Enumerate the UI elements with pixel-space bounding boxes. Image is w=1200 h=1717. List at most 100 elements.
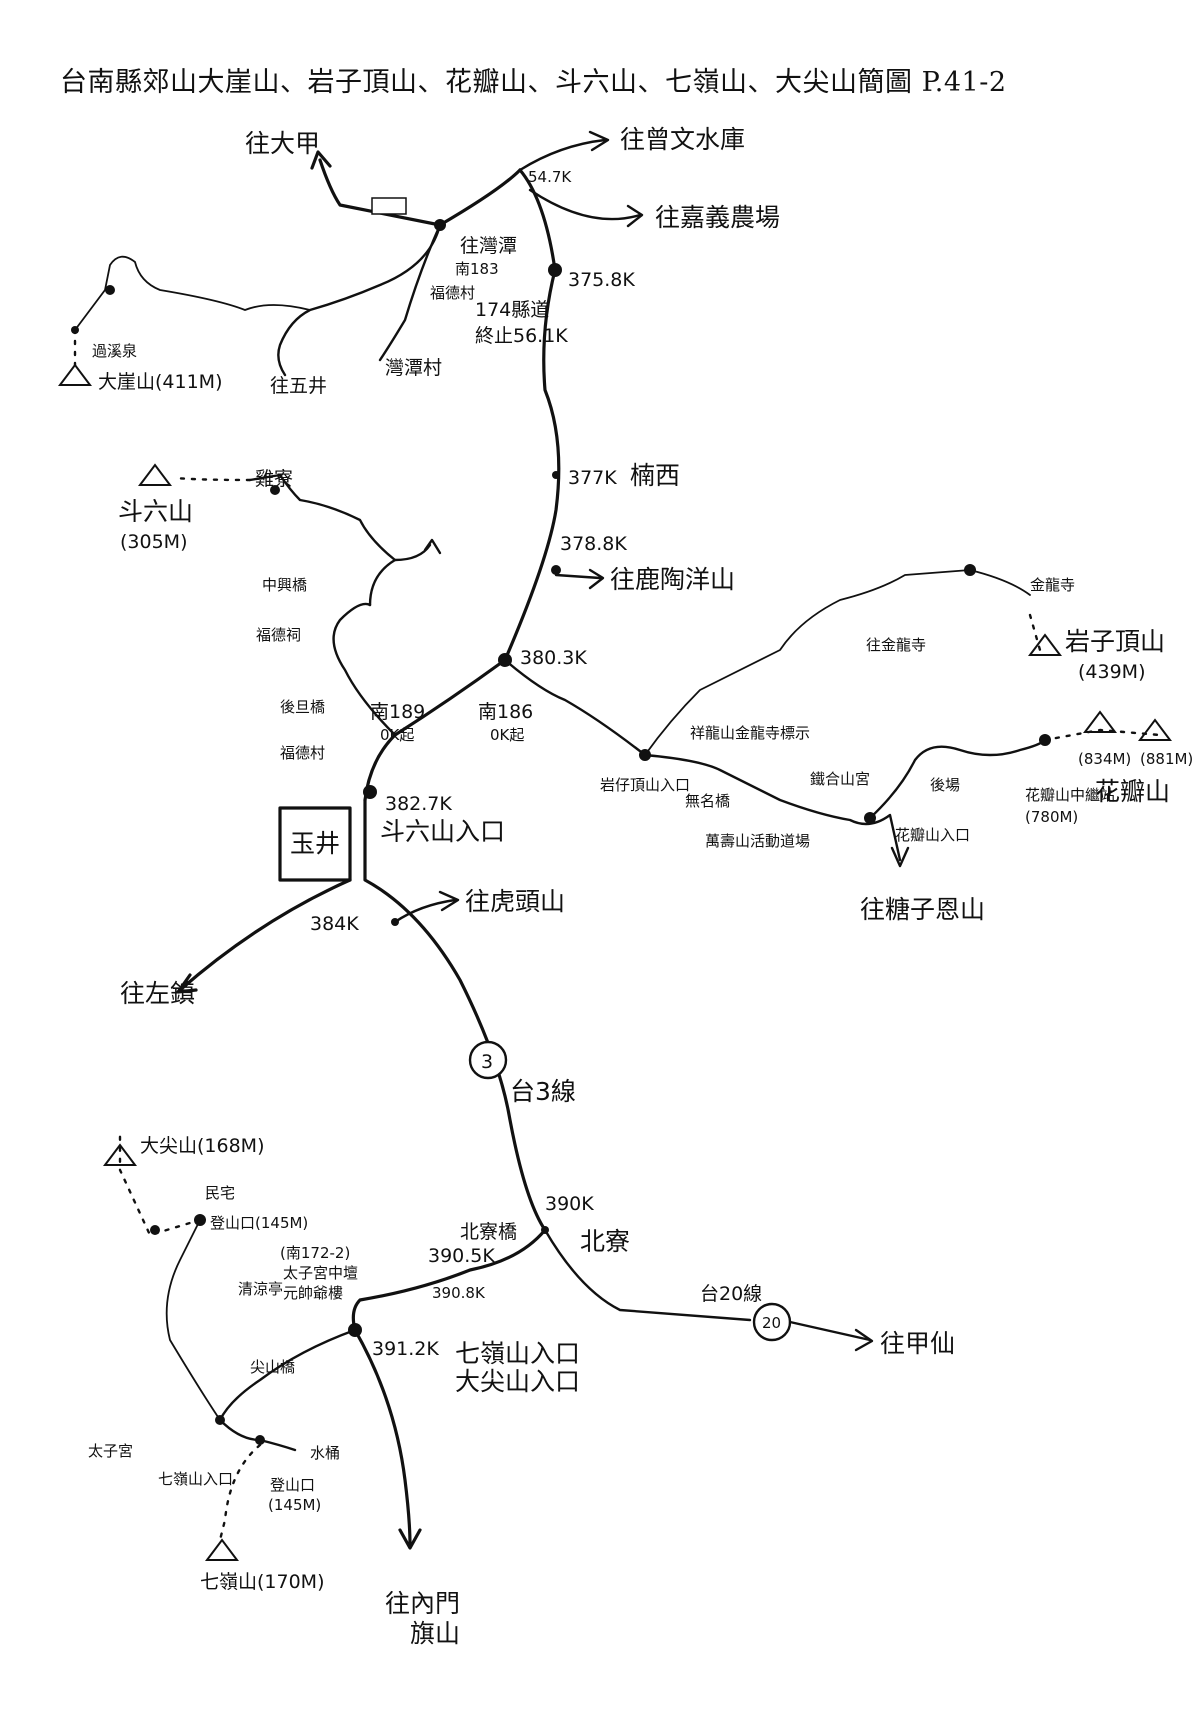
label-shuijiao: 水桶 — [310, 1444, 340, 1462]
road-daya — [74, 255, 311, 331]
road-qiling — [218, 1328, 357, 1452]
road-dajian — [165, 1219, 221, 1421]
label-km-384: 384K — [310, 913, 359, 935]
label-km-547: 54.7K — [528, 168, 572, 186]
trail-qiling — [218, 1443, 262, 1542]
arrow-tangzi — [890, 846, 910, 868]
arrow-jiayi — [626, 204, 644, 228]
label-to-jinlong: 往金龍寺 — [866, 636, 926, 654]
road-to-jiaxian — [788, 1320, 872, 1342]
label-km-3758: 375.8K — [568, 269, 635, 291]
label-route3: 台3線 — [510, 1077, 576, 1106]
label-nan183: 南183 — [455, 260, 499, 278]
arrow-dajia — [310, 150, 332, 170]
route3-mid — [363, 798, 547, 1232]
arrow-lutao — [588, 568, 605, 590]
road-to-hutou — [393, 898, 457, 924]
label-fude-village2: 福德村 — [280, 744, 325, 762]
road-to-zuozhen — [178, 878, 352, 992]
road-nan186 — [503, 658, 902, 862]
road-douliu-north — [393, 543, 432, 562]
label-dajian-entry: 大尖山入口 — [455, 1367, 580, 1396]
label-peak-huaban: 花瓣山 — [1095, 777, 1170, 806]
route20-shield-num: 20 — [762, 1314, 781, 1332]
road-nan189 — [332, 602, 397, 737]
road-jiliao — [248, 473, 397, 607]
label-taizi-gong: 太子宮 — [88, 1442, 133, 1460]
label-to-neimen: 往內門 — [385, 1589, 460, 1618]
label-road174-end: 終止56.1K — [475, 325, 568, 347]
junction-dots — [71, 219, 1051, 1445]
label-km-3905: 390.5K — [428, 1245, 495, 1267]
label-peak-yanzi: 岩子頂山 — [1065, 627, 1165, 656]
arrow-zuozhen — [176, 973, 198, 994]
label-km-3827: 382.7K — [385, 793, 452, 815]
label-qiling-trail-entry: 七嶺山入口 — [158, 1470, 233, 1488]
label-huaban-mid: 花瓣山中繼站 — [1025, 786, 1115, 804]
label-huaban-mid-elev: (780M) — [1025, 808, 1078, 826]
road-yanzi-temple — [969, 569, 1031, 596]
label-km-390: 390K — [545, 1193, 594, 1215]
trail-douliu — [173, 476, 252, 482]
label-peak-douliu-elev: (305M) — [120, 531, 187, 553]
route3-arrow-south — [398, 1528, 422, 1550]
label-to-tangzi: 往糖子恩山 — [860, 895, 985, 924]
road-huaban — [868, 738, 1047, 820]
peak-daya-icon — [58, 363, 92, 386]
label-minzhai: 民宅 — [205, 1184, 235, 1202]
label-huaban-entry: 花瓣山入口 — [895, 826, 970, 844]
label-km-3803: 380.3K — [520, 647, 587, 669]
label-peak-dajian: 大尖山(168M) — [140, 1135, 264, 1157]
label-peak-jian: (834M) — [1078, 750, 1131, 768]
label-guojiang: 過溪泉 — [92, 342, 137, 360]
label-fude-temple: 福德祠 — [256, 626, 301, 644]
label-jiliao: 雞寮 — [255, 468, 293, 490]
road-beiliao — [543, 1228, 752, 1322]
label-houchang: 後場 — [930, 776, 960, 794]
label-qishan: 旗山 — [410, 1619, 460, 1648]
label-dengshan: 登山口(145M) — [210, 1214, 308, 1232]
label-xianglong: 祥龍山金龍寺標示 — [690, 724, 810, 742]
label-to-zengwen: 往曾文水庫 — [620, 125, 745, 154]
road-to-jiayi-farm — [528, 188, 642, 221]
label-nan189: 南189 — [370, 701, 425, 723]
arrow-zengwen — [588, 130, 610, 152]
label-jinlong-temple: 金龍寺 — [1030, 576, 1075, 594]
label-km-3788: 378.8K — [560, 533, 627, 555]
road-to-lutao — [554, 573, 602, 580]
label-houhan-bridge: 後旦橋 — [280, 698, 325, 716]
label-to-wujing: 往五井 — [270, 375, 327, 397]
label-route20: 台20線 — [700, 1283, 762, 1305]
label-wantan-village: 灣潭村 — [385, 357, 442, 379]
road-174 — [318, 158, 522, 227]
peak-jian-icon — [1083, 710, 1117, 733]
route3-south — [351, 1228, 547, 1547]
label-peak-yanzi-elev: (439M) — [1078, 661, 1145, 683]
label-yuanshuai: 元帥爺樓 — [283, 1284, 343, 1302]
label-peak-daya: 大崖山(411M) — [98, 371, 222, 393]
arrow-douliu-north — [423, 538, 442, 555]
label-peak-douliu: 斗六山 — [118, 497, 193, 526]
road-wantan — [277, 223, 442, 377]
peak-dajian-icon — [103, 1143, 137, 1166]
peak-yanzi-icon — [1028, 633, 1062, 656]
label-beiliao: 北寮 — [580, 1227, 630, 1256]
peak-qiling-icon — [205, 1538, 239, 1561]
label-peak-qiling: 七嶺山(170M) — [200, 1571, 324, 1593]
label-wuming-bridge: 無名橋 — [685, 792, 730, 810]
route3-shield-num: 3 — [481, 1051, 493, 1073]
road-174-sign — [371, 197, 407, 215]
label-nanxi: 楠西 — [630, 461, 680, 490]
label-road174: 174縣道 — [475, 299, 549, 321]
label-to-dajia: 往大甲 — [245, 129, 320, 158]
label-to-jiaxian: 往甲仙 — [880, 1329, 955, 1358]
page-title: 台南縣郊山大崖山、岩子頂山、花瓣山、斗六山、七嶺山、大尖山簡圖 P.41-2 — [60, 67, 1007, 98]
route3-shield — [468, 1040, 508, 1080]
trail-huaban — [1043, 728, 1162, 742]
label-zhongxing-bridge: 中興橋 — [262, 576, 307, 594]
label-douliu-entry: 斗六山入口 — [380, 817, 505, 846]
peak-huaban-icon — [1138, 718, 1172, 741]
peak-douliu-icon — [138, 463, 172, 486]
label-km-3912: 391.2K — [372, 1338, 439, 1360]
